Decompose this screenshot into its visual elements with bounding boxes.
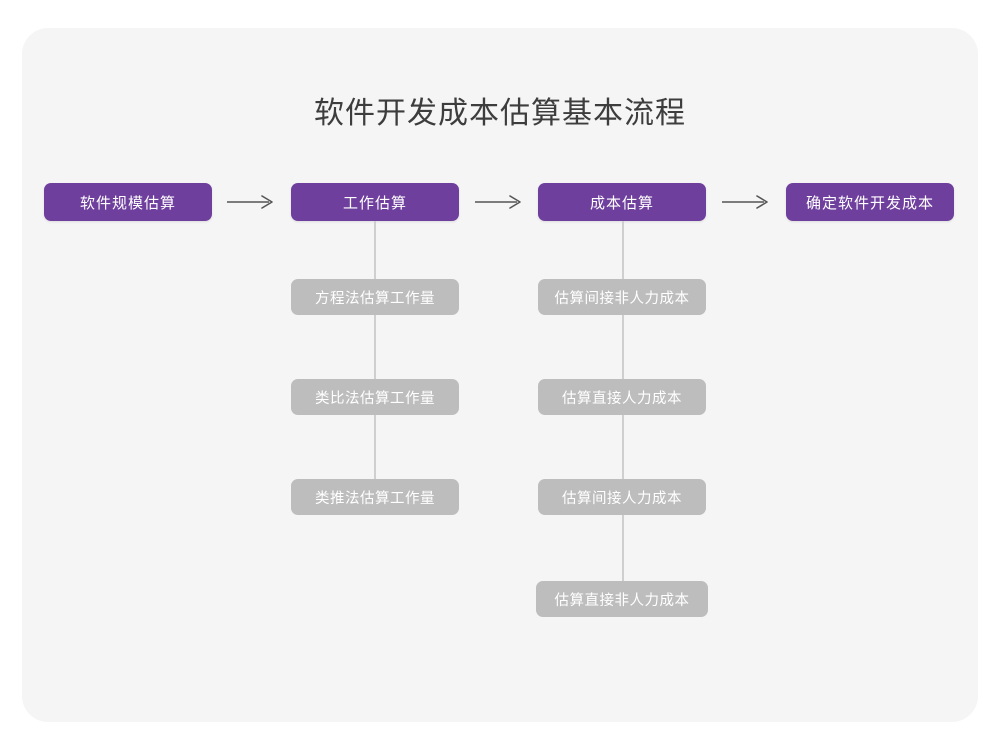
branch-node-left-2[interactable]: 类比法估算工作量 [291, 379, 459, 415]
branch-node-label: 估算直接人力成本 [562, 390, 682, 407]
connector-line-left-branch-3 [374, 415, 376, 479]
branch-node-right-3[interactable]: 估算间接人力成本 [538, 479, 706, 515]
branch-node-right-2[interactable]: 估算直接人力成本 [538, 379, 706, 415]
connector-line-right-branch-2 [622, 315, 624, 379]
arrow-right-icon [226, 192, 276, 212]
flow-node-step-2[interactable]: 工作估算 [291, 183, 459, 221]
flow-node-label: 成本估算 [589, 194, 654, 212]
branch-node-right-1[interactable]: 估算间接非人力成本 [538, 279, 706, 315]
connector-line-right-branch-4 [622, 515, 624, 581]
flow-node-label: 工作估算 [342, 194, 407, 212]
branch-node-right-4[interactable]: 估算直接非人力成本 [536, 581, 708, 617]
diagram-card [22, 28, 978, 722]
connector-line-left-branch-2 [374, 315, 376, 379]
connector-line-left-branch-1 [374, 221, 376, 279]
branch-node-label: 方程法估算工作量 [315, 290, 435, 307]
flow-node-step-3[interactable]: 成本估算 [538, 183, 706, 221]
flow-node-step-1[interactable]: 软件规模估算 [44, 183, 212, 221]
branch-node-label: 估算间接人力成本 [562, 490, 682, 507]
branch-node-label: 类推法估算工作量 [315, 490, 435, 507]
arrow-right-icon [474, 192, 524, 212]
flow-node-step-4[interactable]: 确定软件开发成本 [786, 183, 954, 221]
flow-node-label: 确定软件开发成本 [805, 194, 934, 212]
branch-node-left-1[interactable]: 方程法估算工作量 [291, 279, 459, 315]
flow-node-label: 软件规模估算 [79, 194, 176, 212]
page-title: 软件开发成本估算基本流程 [314, 97, 686, 130]
branch-node-label: 类比法估算工作量 [315, 390, 435, 407]
connector-line-right-branch-1 [622, 221, 624, 279]
branch-node-label: 估算间接非人力成本 [554, 290, 690, 307]
branch-node-label: 估算直接非人力成本 [554, 592, 690, 609]
branch-node-left-3[interactable]: 类推法估算工作量 [291, 479, 459, 515]
arrow-right-icon [721, 192, 771, 212]
connector-line-right-branch-3 [622, 415, 624, 479]
